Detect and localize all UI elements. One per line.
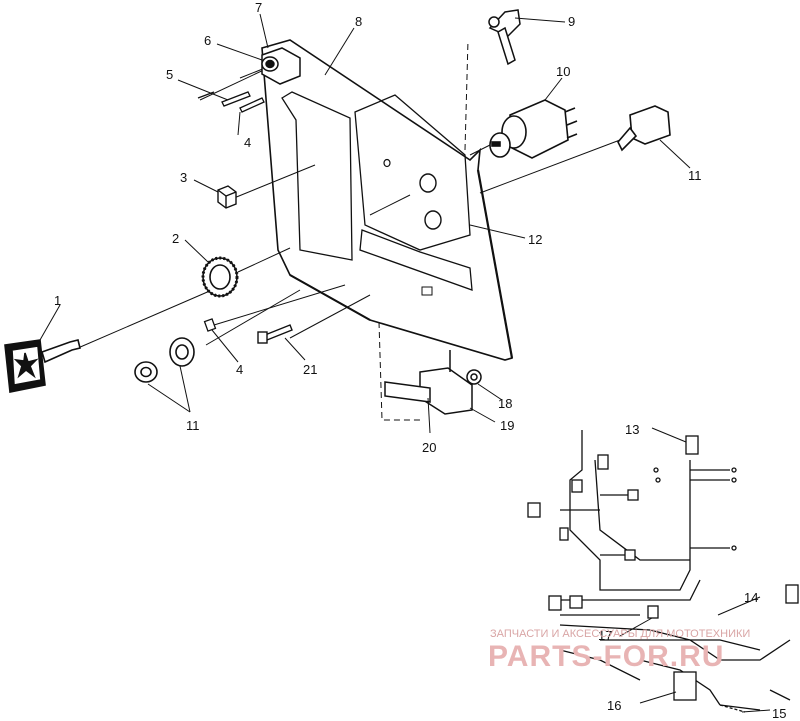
watermark-logo: PARTS-FOR.RU: [488, 640, 724, 673]
callout-1: 1: [54, 293, 61, 308]
watermark-tagline: ЗАПЧАСТИ И АКСЕССУАРЫ ДЛЯ МОТОТЕХНИКИ: [490, 628, 750, 640]
callout-2: 2: [172, 231, 179, 246]
callout-5: 5: [166, 67, 173, 82]
callout-17: 17: [598, 628, 612, 643]
bolt: [257, 324, 293, 344]
callout-9: 9: [568, 14, 575, 29]
callout-11-right: 11: [688, 168, 702, 183]
bezel-ring: [201, 256, 239, 298]
callout-13: 13: [625, 422, 639, 437]
bracket-assembly: [384, 350, 482, 415]
callout-20: 20: [422, 440, 436, 455]
callout-3: 3: [180, 170, 187, 185]
callout-15: 15: [772, 706, 786, 721]
screws: [197, 91, 265, 332]
callout-11-left: 11: [186, 418, 200, 433]
leader-lines: [77, 39, 621, 421]
dash-panel: [261, 39, 514, 361]
callout-4-top: 4: [244, 135, 251, 150]
callout-19: 19: [500, 418, 514, 433]
callout-labels: 7 6 8 9 5 10 4 3 11 2 12 1 4 21 18 11 19…: [54, 0, 786, 721]
callout-18: 18: [498, 396, 512, 411]
toggle-switch-9: [488, 9, 521, 66]
callout-7: 7: [255, 0, 262, 15]
callout-8: 8: [355, 14, 362, 29]
hex-nut: [217, 185, 237, 209]
watermark: ЗАПЧАСТИ И АКСЕССУАРЫ ДЛЯ МОТОТЕХНИКИ PA…: [488, 628, 750, 673]
wiring-harness: [527, 430, 799, 713]
callout-16: 16: [607, 698, 621, 713]
toggle-switch-11: [617, 105, 671, 152]
indicator-socket: [261, 47, 301, 85]
callout-4-bottom: 4: [236, 362, 243, 377]
callout-21: 21: [303, 362, 317, 377]
callout-6: 6: [204, 33, 211, 48]
nut-washer: [134, 337, 195, 383]
ignition-switch: [489, 99, 578, 159]
callout-12: 12: [528, 232, 542, 247]
callout-leaders: [39, 13, 771, 713]
callout-14: 14: [744, 590, 758, 605]
ignition-key: [4, 339, 81, 393]
callout-10: 10: [556, 64, 570, 79]
